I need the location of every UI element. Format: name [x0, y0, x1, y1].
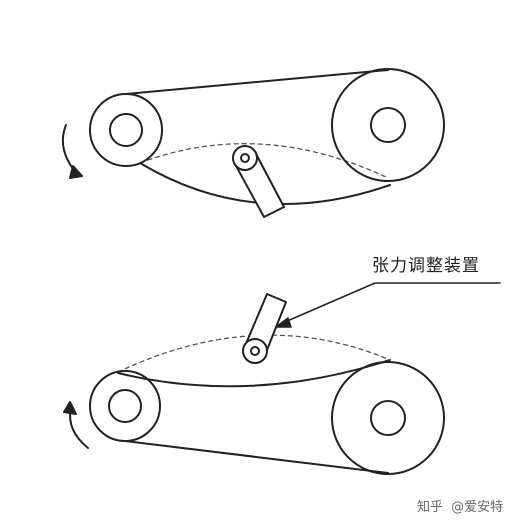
bottom-idler-pulley	[242, 338, 268, 364]
top-large-pulley-hub	[370, 107, 406, 143]
top-tensioner	[232, 145, 285, 218]
label-leader-arrow-icon	[275, 317, 292, 328]
top-belt-drive	[62, 68, 445, 218]
bottom-belt-upper-span	[117, 359, 391, 388]
top-rotation-arrow-icon	[62, 124, 79, 176]
bottom-small-pulley-hub	[108, 389, 142, 423]
label-leader	[275, 282, 501, 328]
bottom-small-pulley	[89, 370, 161, 442]
top-small-pulley	[89, 93, 163, 167]
zhihu-logo: 知乎	[417, 500, 444, 515]
label-leader-line	[284, 282, 501, 323]
top-large-pulley	[331, 68, 445, 182]
tension-device-label: 张力调整装置	[372, 256, 480, 276]
bottom-arrow-head-icon	[63, 401, 77, 415]
watermark-author: @爱安特	[451, 500, 504, 515]
watermark: 知乎 @爱安特	[417, 496, 503, 515]
top-arrow-head-icon	[69, 165, 83, 179]
top-small-pulley-hub	[109, 113, 143, 147]
top-original-belt-path	[147, 143, 389, 179]
top-belt-upper-span	[125, 69, 389, 95]
bottom-large-pulley	[331, 361, 445, 475]
bottom-idler-hub	[250, 346, 260, 356]
bottom-large-pulley-hub	[370, 400, 406, 436]
bottom-tensioner	[242, 293, 287, 364]
bottom-belt-drive	[63, 293, 445, 475]
bottom-belt-lower-span	[124, 440, 389, 474]
top-idler-pulley	[232, 145, 258, 171]
top-idler-hub	[240, 153, 250, 163]
